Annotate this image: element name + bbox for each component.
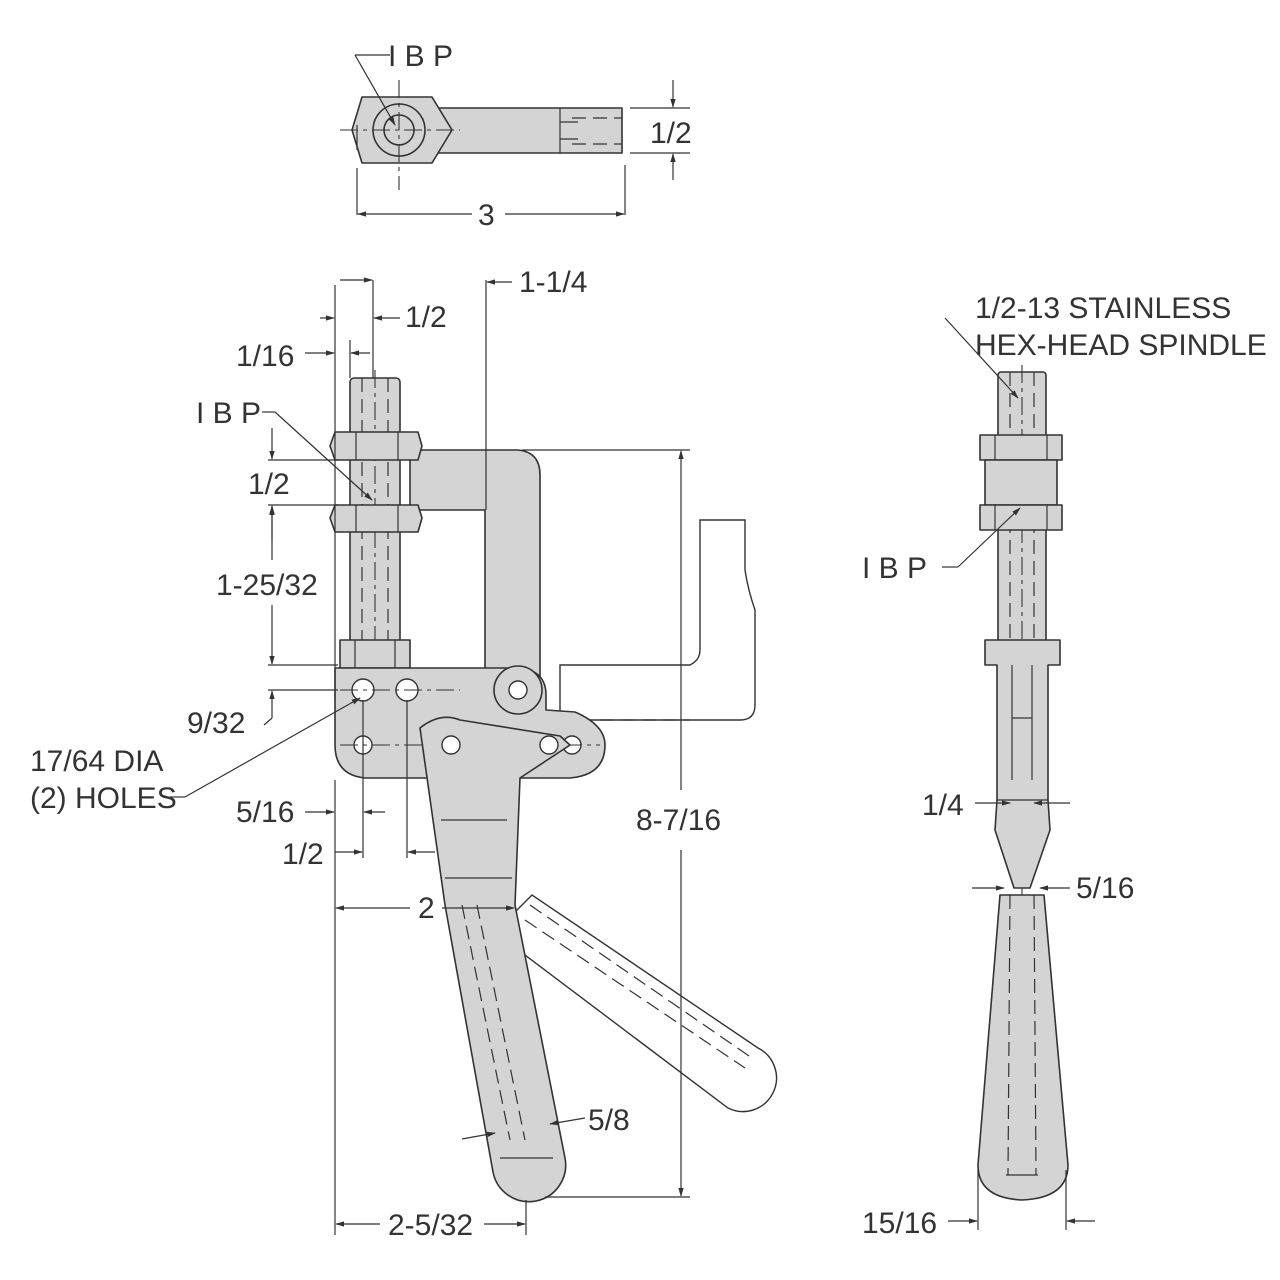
side-view-grip-top-dim: 5/16 xyxy=(1076,872,1134,905)
top-view: I B P 3 1/2 xyxy=(340,40,692,232)
front-view-reach-dim: 1-1/4 xyxy=(519,266,587,299)
front-view-upper-nut xyxy=(329,431,423,461)
side-view-body xyxy=(984,639,1061,889)
front-view-base-nut xyxy=(339,639,411,669)
side-view-ibp-label: I B P xyxy=(862,552,927,585)
front-view-lower-nut xyxy=(329,504,423,533)
front-view-phantom-bracket xyxy=(559,519,756,721)
front-view-holes-note-line2: (2) HOLES xyxy=(30,782,177,815)
front-view-hole-offset-dim: 9/32 xyxy=(187,707,245,740)
front-view-overall-height-dim: 8-7/16 xyxy=(636,804,721,837)
front-view-nut-gap-dim: 1/2 xyxy=(248,468,290,501)
front-view-holes-note-line1: 17/64 DIA xyxy=(30,745,163,778)
front-view-handle-offset-dim: 2 xyxy=(418,892,435,925)
front-view-handle-width-dim: 5/8 xyxy=(588,1104,630,1137)
side-view-spindle-note-line2: HEX-HEAD SPINDLE xyxy=(975,329,1267,362)
side-view-neck-dim: 1/4 xyxy=(922,789,964,822)
front-view-base-width-dim: 2-5/32 xyxy=(388,1209,473,1242)
side-view-spindle-note-line1: 1/2-13 STAINLESS xyxy=(975,292,1231,325)
top-view-ibp-label: I B P xyxy=(388,40,453,73)
front-view-spindle-step-dim: 1/16 xyxy=(236,340,294,373)
side-view-lower-nut xyxy=(979,504,1063,531)
front-view-spindle-length-dim: 1-25/32 xyxy=(216,569,318,602)
side-view-upper-nut xyxy=(979,434,1063,461)
side-view-grip-width-dim: 15/16 xyxy=(862,1207,937,1240)
front-view-hole-spacing-b: 1/2 xyxy=(282,838,324,871)
side-view: 1/2-13 STAINLESS HEX-HEAD SPINDLE I B P … xyxy=(862,292,1267,1240)
front-view-spindle-offset-dim: 1/2 xyxy=(405,301,447,334)
top-view-width-dim: 3 xyxy=(478,199,495,232)
front-view-ibp-label: I B P xyxy=(196,397,261,430)
front-view-hole-spacing-a: 5/16 xyxy=(236,796,294,829)
front-view-phantom-handle xyxy=(504,894,778,1113)
front-view-arm xyxy=(409,449,541,681)
top-view-thickness-dim: 1/2 xyxy=(650,117,692,150)
front-view: 1/2 1/16 1-1/4 I B P 1/2 1-25/32 9/32 17… xyxy=(30,266,778,1242)
front-view-handle xyxy=(419,716,571,1203)
side-view-grip xyxy=(977,894,1069,1201)
